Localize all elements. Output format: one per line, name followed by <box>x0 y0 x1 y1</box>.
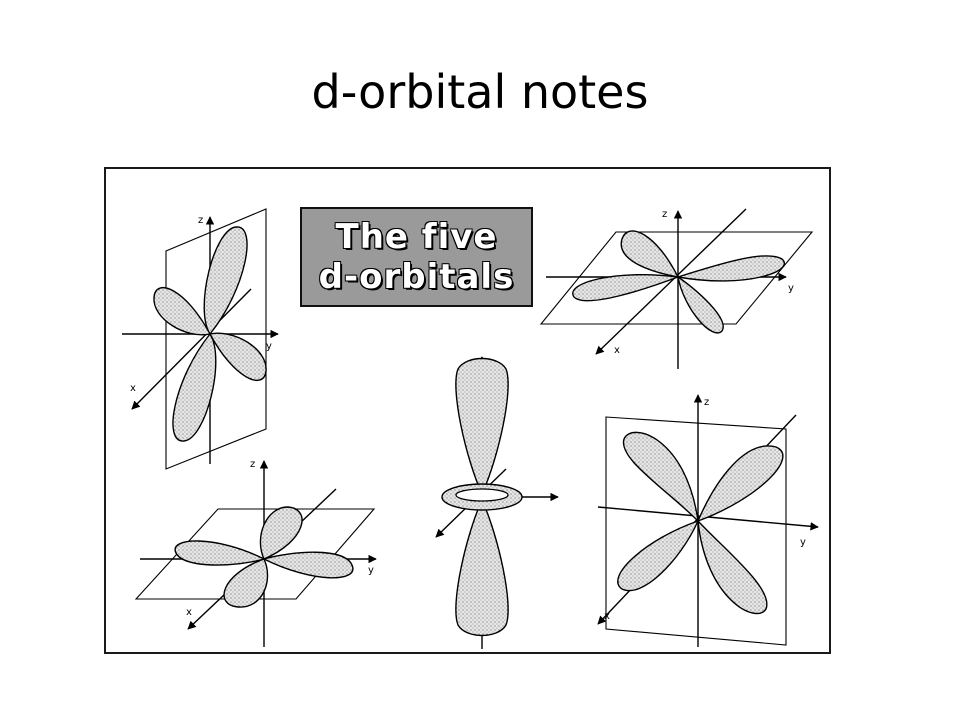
z-axis-label: z <box>250 459 255 470</box>
slide-title: d-orbital notes <box>311 65 649 119</box>
figure-heading-line-2: d-orbitals <box>318 257 515 297</box>
orbital-dyz: z y x <box>597 394 819 647</box>
x-axis-label: x <box>604 611 610 622</box>
y-axis-label: y <box>266 341 272 352</box>
x-axis-label: x <box>614 345 620 356</box>
figure-heading-line-1: The five <box>335 217 498 257</box>
orbital-dz2 <box>435 356 559 649</box>
y-axis-label: y <box>368 565 374 576</box>
x-axis-label: x <box>186 607 192 618</box>
orbital-diagrams: z y x z y x z <box>122 208 819 649</box>
x-axis-label: x <box>130 383 136 394</box>
y-axis-label: y <box>800 537 806 548</box>
orbital-dxz: z y x <box>122 208 279 470</box>
orbital-dx2-y2: z y x <box>134 459 377 647</box>
y-axis-label: y <box>788 283 794 294</box>
orbital-dxy: z y x <box>539 208 814 369</box>
d-orbitals-figure: z y x z y x z <box>104 167 831 654</box>
z-axis-label: z <box>704 397 709 408</box>
figure-heading-box: The five d-orbitals <box>300 207 533 307</box>
z-axis-label: z <box>662 209 667 220</box>
z-axis-label: z <box>198 215 203 226</box>
